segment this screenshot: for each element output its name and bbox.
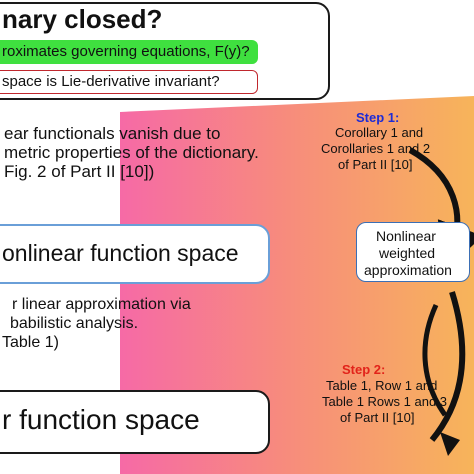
middle-text-line-2: metric properties of the dictionary. [4,143,259,162]
step1-line-1: Corollary 1 and [335,125,424,140]
step2-line-2: Table 1 Rows 1 and 3 [322,394,448,409]
step1-line-2: Corollaries 1 and 2 [321,141,431,156]
middle-text-line-1: ear functionals vanish due to [4,124,221,143]
lower-text-line-1: r linear approximation via [12,296,191,313]
center-box-line-3: approximation [364,262,452,278]
step2-line-3: of Part II [10] [340,410,415,425]
lower-text-line-2: babilistic analysis. [10,315,139,332]
nonlinear-space-box [0,224,270,284]
step1-title: Step 1: [356,110,400,125]
linear-space-label: r function space [2,404,200,435]
lower-text-line-3: Table 1) [2,334,59,351]
step2-line-1: Table 1, Row 1 and [326,378,438,393]
middle-text-line-3: Fig. 2 of Part II [10]) [4,162,155,181]
center-box-line-1: Nonlinear [376,228,436,244]
green-label-pill [0,40,258,64]
step2-arrow [429,291,466,442]
green-label-text: roximates governing equations, F(y)? [2,43,250,60]
nonlinear-weighted-box [356,222,470,282]
step2-title: Step 2: [342,362,386,377]
nonlinear-space-label: onlinear function space [2,240,239,266]
page-title: nary closed? [2,4,163,34]
question-text: space is Lie-derivative invariant? [2,73,220,90]
step2-arrow-head [440,432,460,456]
question-box [0,70,258,94]
center-box-line-2: weighted [379,245,436,261]
funnel-shape [120,96,474,474]
linear-space-box [0,390,270,454]
step1-line-3: of Part II [10] [338,157,413,172]
inner-arc [422,303,448,417]
